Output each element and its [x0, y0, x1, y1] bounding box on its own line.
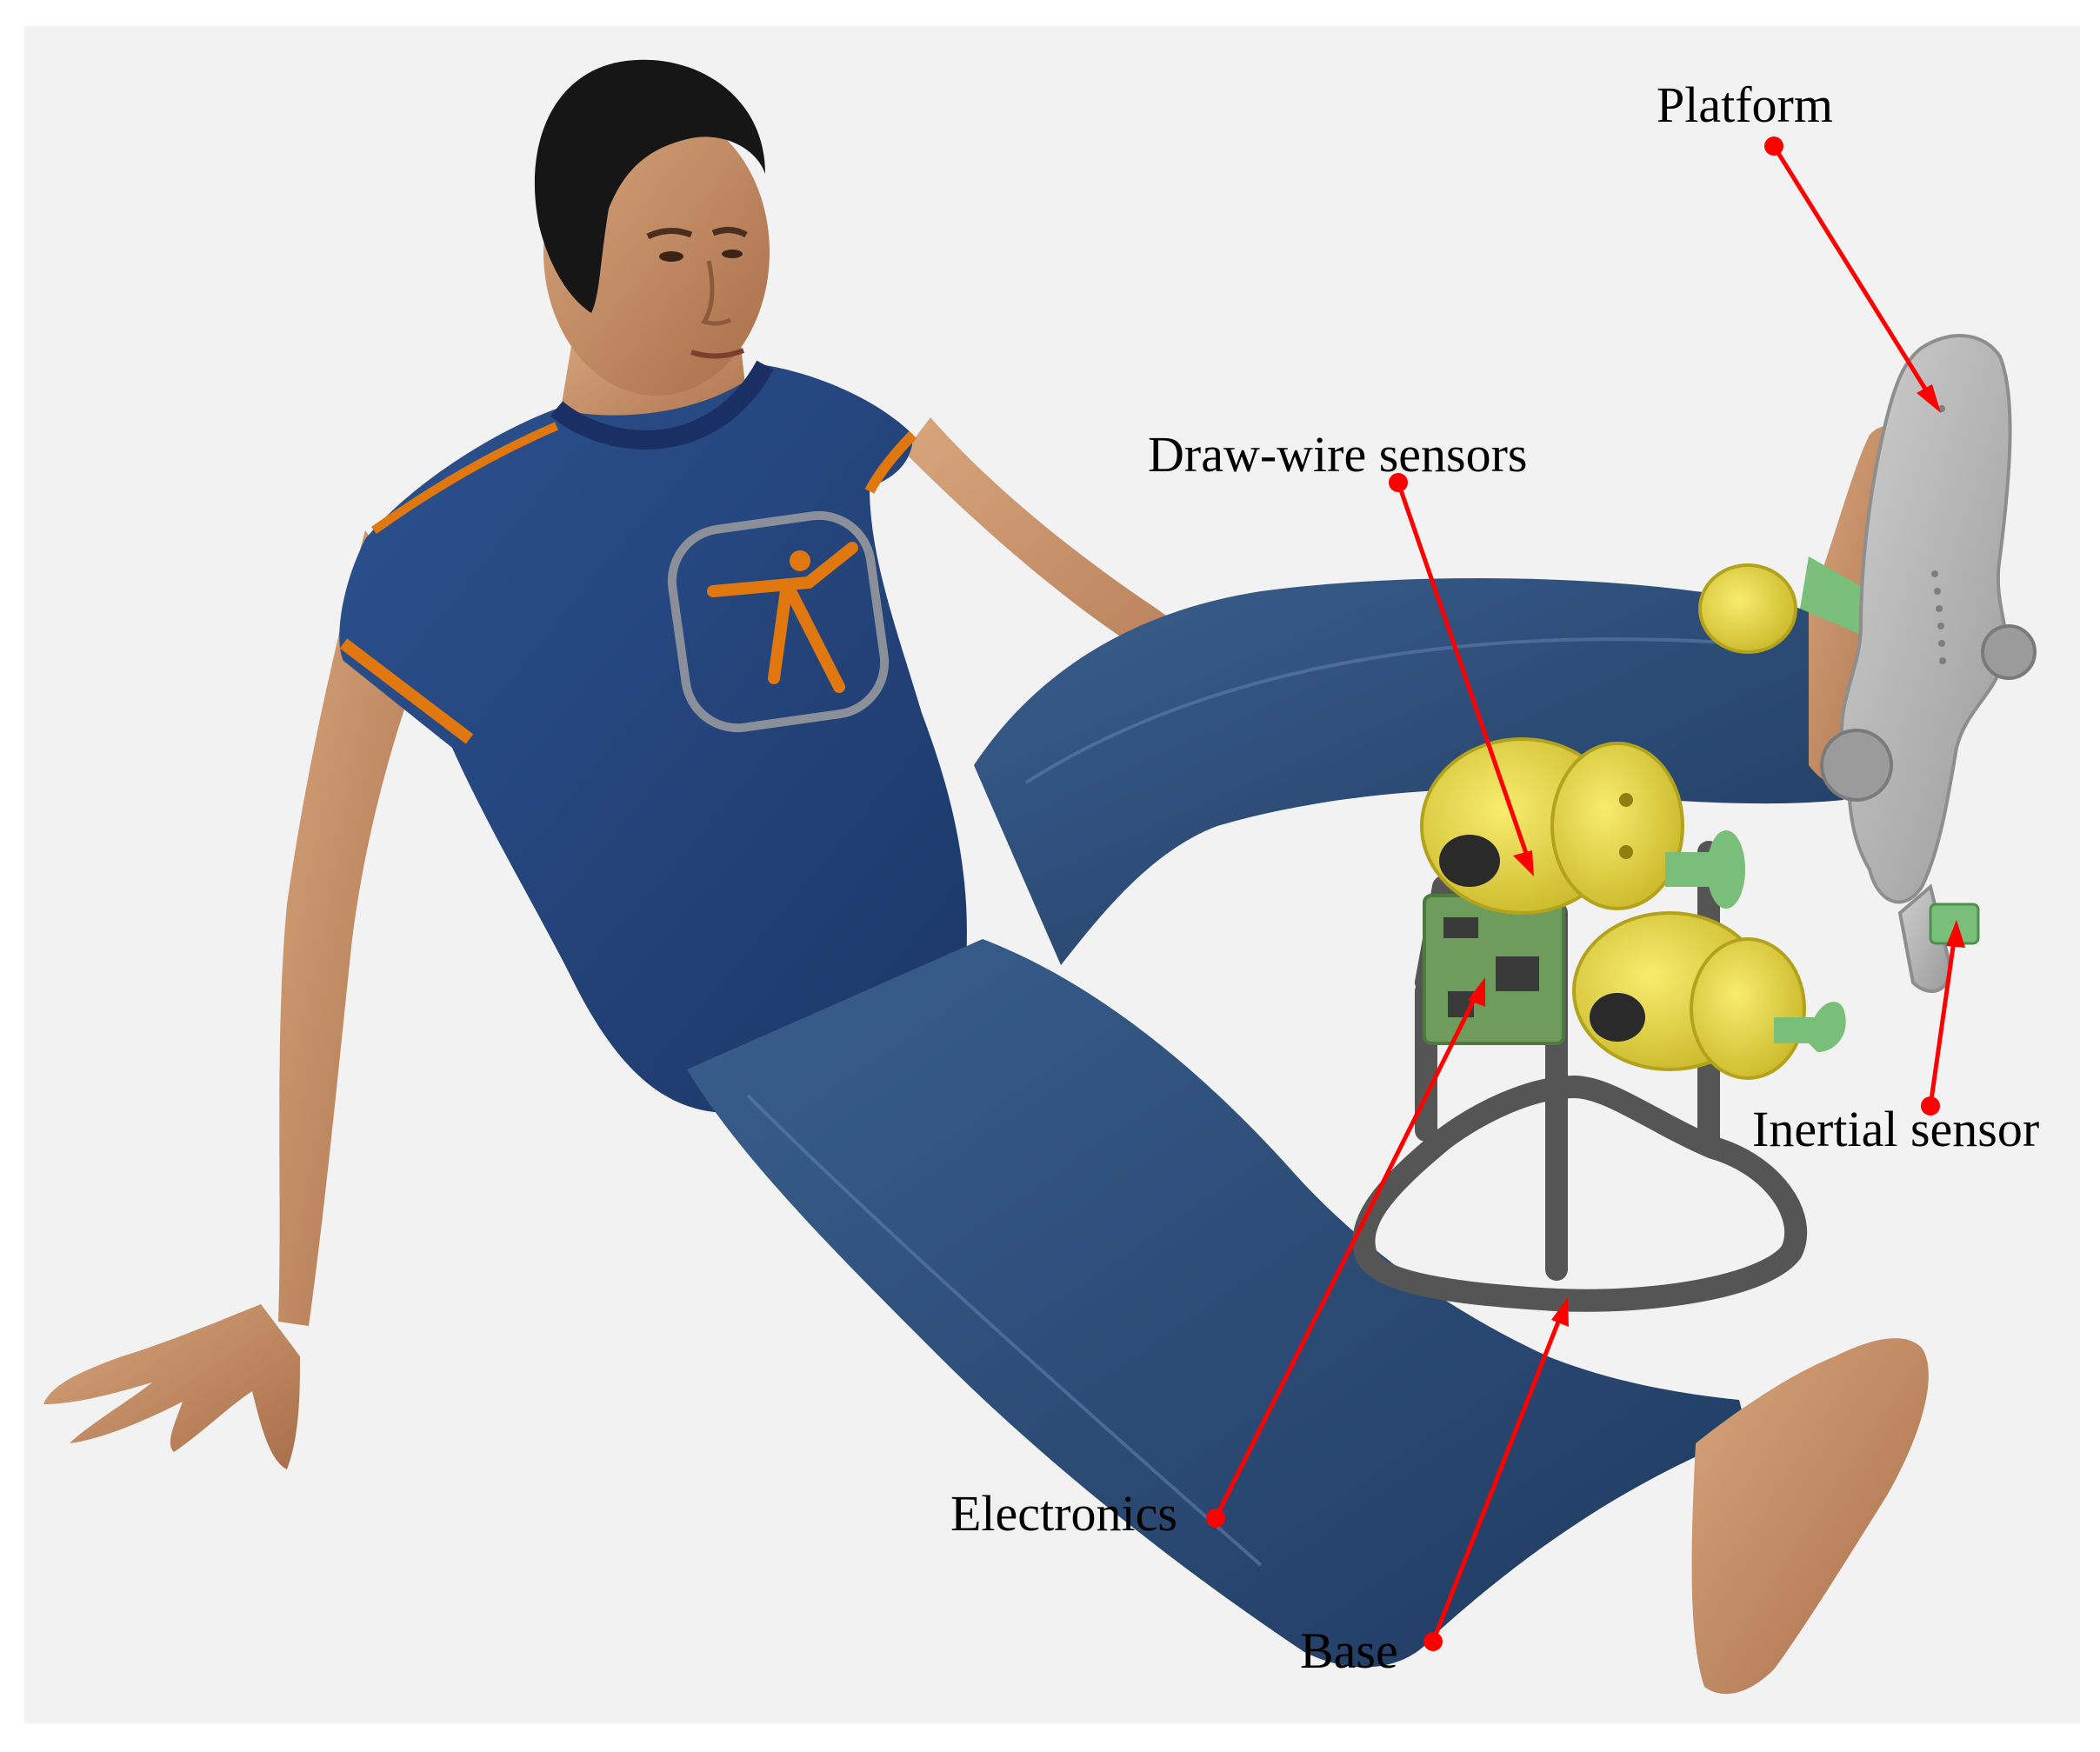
label-base: Base: [1300, 1622, 1398, 1679]
shirt-trim-right: [864, 430, 917, 494]
device: [1352, 334, 2037, 1312]
jeans-seam-2: [1024, 637, 1740, 784]
shirt-logo-head: [790, 550, 810, 571]
shirt-trim-left-shoulder: [371, 422, 558, 535]
nose: [701, 260, 732, 326]
human-figure: [43, 59, 1929, 1695]
eye-right: [722, 250, 743, 258]
annotation-draw-wire-sensors: Draw-wire sensors: [1148, 426, 1534, 876]
raised-leg: [974, 578, 1843, 965]
mouth: [690, 348, 745, 359]
label-inertial-sensor: Inertial sensor: [1752, 1101, 2039, 1157]
label-draw-wire-sensors: Draw-wire sensors: [1148, 426, 1527, 483]
annotation-inertial-sensor: Inertial sensor: [1752, 920, 2039, 1157]
left-arm: [278, 530, 435, 1326]
platform-wheel-1: [1981, 624, 2037, 680]
eyebrows: [646, 227, 748, 240]
electronics-components: [1443, 917, 1539, 1017]
shirt-collar: [550, 360, 774, 450]
jeans-seam-1: [746, 1094, 1263, 1567]
annotation-base: Base: [1300, 1297, 1569, 1679]
annotation-electronics: Electronics: [950, 977, 1485, 1542]
shirt-trim-left: [339, 638, 474, 744]
heel-cup: [1698, 563, 1797, 654]
hair: [534, 59, 765, 314]
foot-strap: [1800, 556, 1870, 635]
shirt-logo-frame: [667, 510, 890, 733]
platform-wheel-2: [1820, 729, 1893, 802]
annotation-platform: Platform: [1657, 77, 1941, 413]
left-hand: [43, 1304, 300, 1469]
label-electronics: Electronics: [950, 1485, 1177, 1542]
shirt-logo-figure: [707, 542, 858, 693]
label-platform: Platform: [1657, 77, 1833, 133]
draw-wire-sensor-upper: [1420, 737, 1745, 915]
draw-wire-sensor-lower: [1572, 911, 1846, 1080]
annotations: Platform Draw-wire sensors Inertial sens…: [950, 77, 2039, 1679]
extended-leg: [687, 939, 1748, 1668]
eye-left: [659, 251, 683, 262]
extended-foot: [1691, 1338, 1929, 1695]
shirt: [339, 365, 967, 1113]
